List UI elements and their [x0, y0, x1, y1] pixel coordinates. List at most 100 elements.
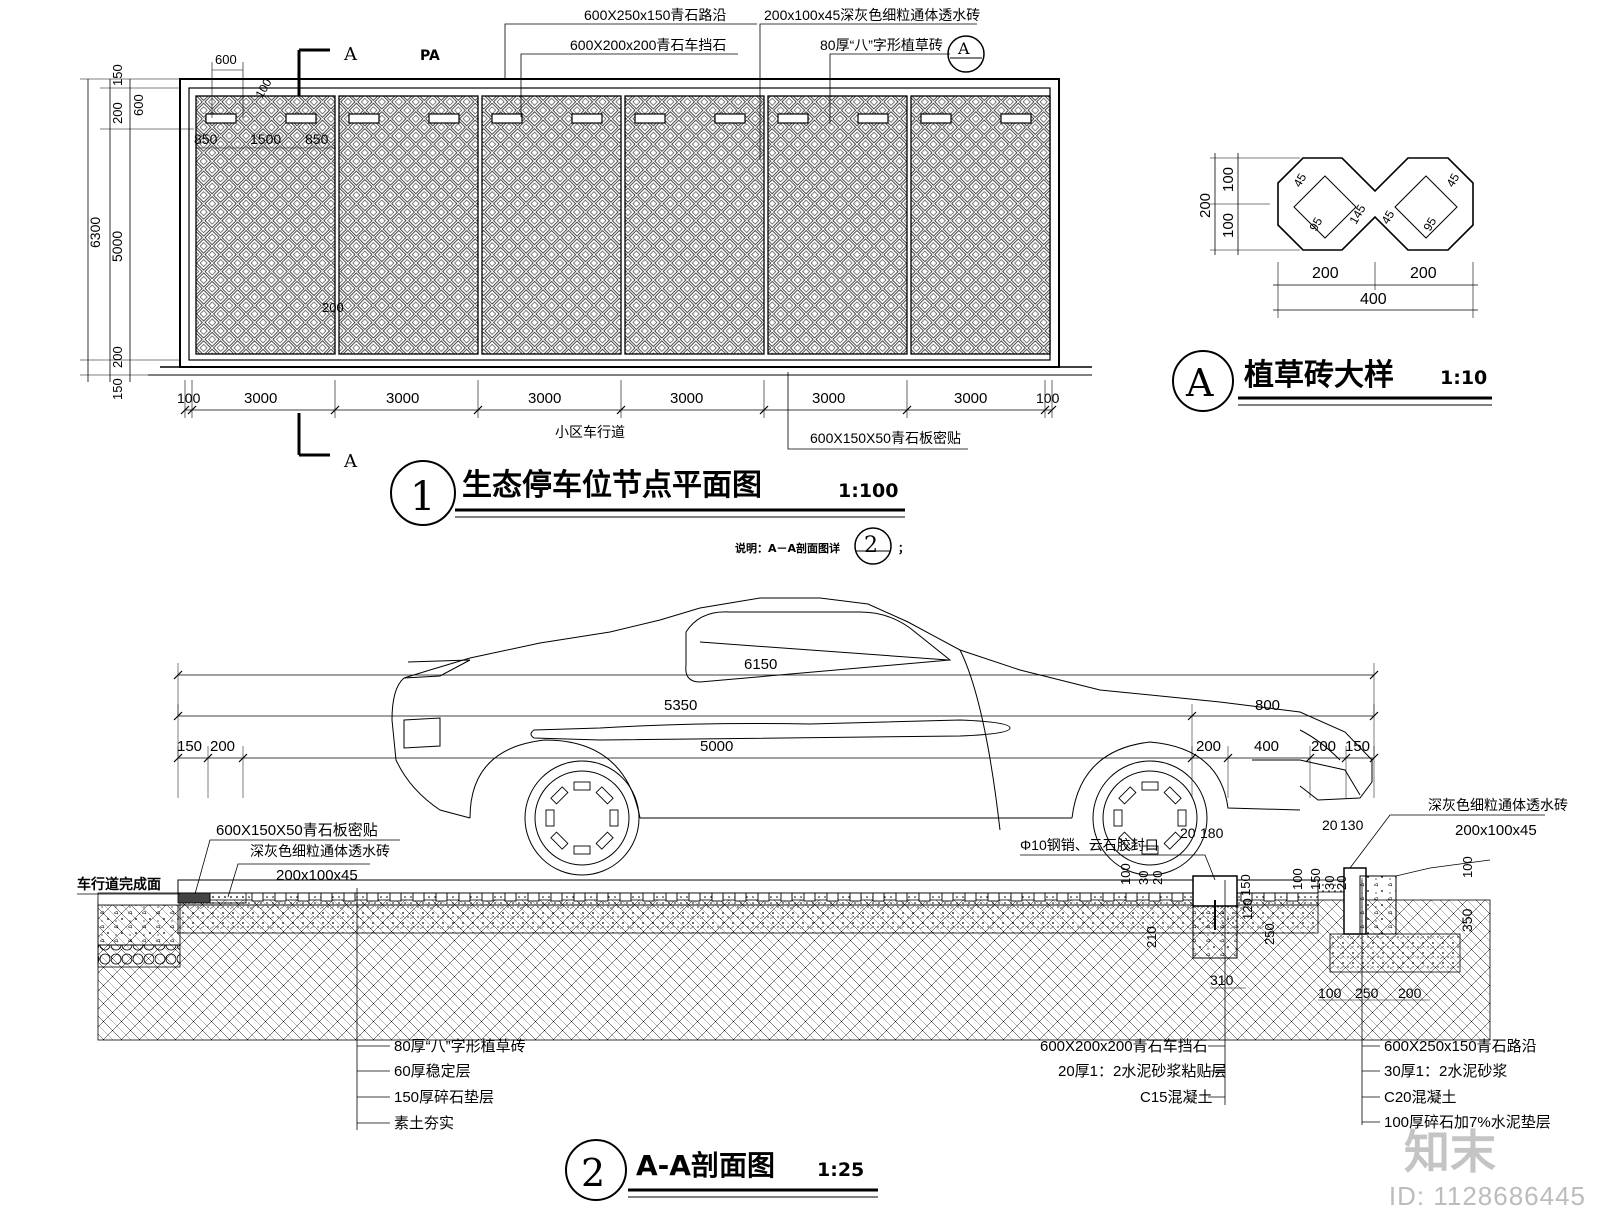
- detail-diag-6: 95: [1420, 215, 1439, 234]
- road-cobble: [97, 944, 181, 968]
- detail-dim-100-bottom: 100: [1220, 213, 1237, 238]
- grass-tooth-4: [343, 892, 356, 902]
- small-dim-350: 350: [1459, 908, 1475, 932]
- grass-tooth-31: [964, 892, 977, 902]
- grass-tooth-18: [665, 892, 678, 902]
- wheel-0-slot-2: [573, 845, 591, 855]
- detail-a-title: 植草砖大样: [1244, 358, 1394, 393]
- small-dim-210: 210: [1144, 926, 1159, 948]
- small-dim-100d: 100: [1460, 856, 1475, 878]
- curb-base: [1329, 933, 1461, 973]
- note-text: 说明：A－A剖面图详: [735, 541, 840, 555]
- layer-label-base: 100厚碎石加7%水泥垫层: [1384, 1114, 1551, 1131]
- detail-dim-400: 400: [1360, 291, 1387, 308]
- dim-1500: 1500: [250, 131, 281, 147]
- wheel-0-slot-6: [573, 781, 591, 791]
- grass-tooth-21: [734, 892, 747, 902]
- grass-tooth-39: [1148, 892, 1161, 902]
- dim-850-left: 850: [194, 131, 218, 147]
- bay-width-5: 3000: [812, 390, 845, 407]
- section-note: 说明：A－A剖面图详 2 ；: [735, 527, 909, 565]
- bay-width-3: 3000: [528, 390, 561, 407]
- label-slab: 600X150X50青石板密贴: [216, 821, 378, 839]
- bottom-tick-mark-6: [902, 405, 912, 415]
- bottom-tick-mark-1: [187, 405, 197, 415]
- car-illustration: [391, 597, 1373, 876]
- plan-callouts: 600X250x150青石路沿 600X200x200青石车挡石 200x100…: [504, 7, 985, 450]
- layer-crushed-stone: [177, 904, 1319, 934]
- paver-section-right: [1317, 879, 1345, 893]
- wheel-1-slot-2: [1141, 845, 1159, 855]
- grass-tooth-23: [780, 892, 793, 902]
- section-tick-mark-2-2: [238, 753, 248, 763]
- grass-tooth-6: [389, 892, 402, 902]
- grass-tooth-1: [274, 892, 287, 902]
- dim-150-bottom: 150: [110, 378, 125, 400]
- bay-width-2: 3000: [386, 390, 419, 407]
- watermark-id: ID: 1128686445: [1388, 1181, 1586, 1211]
- wheel-stop-2a: [348, 113, 380, 124]
- grass-tooth-27: [872, 892, 885, 902]
- wheel-stop-2b: [428, 113, 460, 124]
- dim-5000-section: 5000: [700, 738, 733, 755]
- layer-leaders-mid: 600X200x200青石车挡石 20厚1：2水泥砂浆粘贴层 C15混凝土: [1040, 880, 1226, 1106]
- grass-tooth-28: [895, 892, 908, 902]
- wheel-1-slot-6: [1141, 781, 1159, 791]
- note-end: ；: [898, 542, 909, 555]
- grass-tooth-0: [251, 892, 264, 902]
- note-ref: 2: [864, 533, 878, 558]
- dim-150-right: 150: [1345, 738, 1370, 755]
- layer-label-stabilized: 60厚稳定层: [394, 1063, 471, 1080]
- layer-label-crushed-stone: 150厚碎石垫层: [394, 1089, 494, 1106]
- dim-600-left: 600: [131, 94, 146, 116]
- paver-section-left: [209, 892, 247, 904]
- section-mark-top: A PA: [297, 44, 440, 96]
- section-tick-mark-1-0: [173, 711, 183, 721]
- layer-label-wheel-stop: 600X200x200青石车挡石: [1040, 1038, 1208, 1055]
- section-view: 6150 5350 800 150 200 5000 200 400 200 1…: [77, 597, 1568, 1201]
- section-tick-mark-1-1: [1187, 711, 1197, 721]
- callout-slab: 600X150X50青石板密贴: [810, 430, 961, 446]
- plan-bottom-dimensions: 100 100 3000 3000 3000 3000 3000 3000 小区…: [177, 380, 1060, 440]
- bay-width-1: 3000: [244, 390, 277, 407]
- small-dim-20b: 20: [1322, 817, 1338, 833]
- wheel-1-slot-5: [1118, 786, 1137, 805]
- parking-bay-4: [624, 95, 765, 355]
- layer-label-mortar: 20厚1：2水泥砂浆粘贴层: [1058, 1062, 1226, 1080]
- grass-tooth-43: [1240, 892, 1253, 902]
- callout-curb: 600X250x150青石路沿: [584, 7, 726, 23]
- road-base: [97, 904, 181, 946]
- grass-tooth-3: [320, 892, 333, 902]
- section-number: 2: [581, 1151, 605, 1195]
- grass-tooth-22: [757, 892, 770, 902]
- layer-leaders-left: 80厚“八”字形植草砖 60厚稳定层 150厚碎石垫层 素土夯实: [356, 888, 526, 1132]
- wheel-stop-6a: [920, 113, 952, 124]
- grass-tooth-34: [1033, 892, 1046, 902]
- dim-800: 800: [1255, 697, 1280, 714]
- plan-outer-frame: [179, 78, 1060, 368]
- small-dim-130: 130: [1340, 817, 1364, 833]
- detail-diag-1: 45: [1290, 171, 1309, 190]
- parking-bays: [195, 95, 1051, 355]
- dim-200-top: 200: [110, 102, 125, 124]
- section-scale: 1:25: [817, 1159, 864, 1181]
- grass-tooth-11: [504, 892, 517, 902]
- parking-bay-3: [481, 95, 622, 355]
- wheel-stop-1b: [285, 113, 317, 124]
- small-dim-250: 250: [1262, 923, 1277, 945]
- section-right-labels: 深灰色细粒通体透水砖 200x100x45 Φ10钢销、云石胶封口 20 180…: [1020, 797, 1568, 1001]
- plan-scale: 1:100: [838, 480, 898, 502]
- grass-tooth-10: [481, 892, 494, 902]
- dim-6150: 6150: [744, 656, 777, 673]
- section-mark-a-bottom: A: [343, 451, 358, 472]
- parking-bay-2: [338, 95, 479, 355]
- dim-100-left: 100: [177, 390, 201, 406]
- grass-tooth-37: [1102, 892, 1115, 902]
- plan-title-block: 1 生态停车位节点平面图 1:100: [390, 460, 905, 526]
- bay-width-4: 3000: [670, 390, 703, 407]
- bottom-tick-mark-7: [1040, 405, 1050, 415]
- wheel-0-slot-1: [595, 831, 614, 850]
- label-road-finish: 车行道完成面: [77, 876, 161, 893]
- grass-tooth-25: [826, 892, 839, 902]
- dim-200-bottom: 200: [110, 346, 125, 368]
